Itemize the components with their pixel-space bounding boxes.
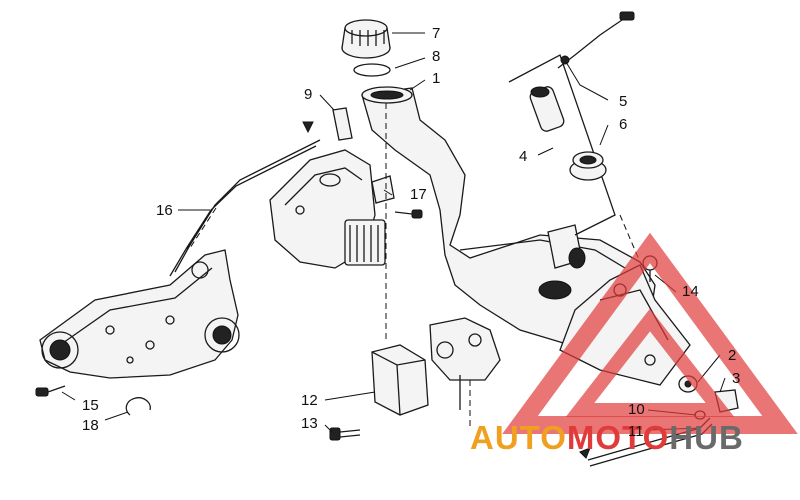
callout-7: 7 [432,25,440,42]
oil-pump [429,317,501,410]
part-9-plate [332,107,353,141]
callout-4: 4 [519,148,527,165]
callout-3: 3 [732,370,740,387]
oil-tank [361,86,656,346]
part-18-ring [125,397,151,416]
watermark-triangle-inner [565,308,735,417]
callout-2: 2 [728,347,736,364]
callout-18: 18 [82,417,99,434]
part-13-screw [329,427,361,441]
arrow-marker-hose [579,447,591,459]
callout-13: 13 [301,415,318,432]
part-12-cover [371,344,429,416]
callout-5: 5 [619,93,627,110]
callout-8: 8 [432,48,440,65]
callout-6: 6 [619,116,627,133]
part-6-grommet [569,151,607,181]
watermark-triangle-outer [502,232,798,434]
callout-11: 11 [628,423,644,440]
part-17-clip [371,175,423,219]
part-7-cap [341,19,391,59]
watermark-text-moto: MOTO [567,419,669,456]
callout-labels: 1 2 3 4 5 6 7 8 9 10 11 12 13 14 15 16 1… [82,25,740,440]
part-5-wire [557,11,635,69]
arrow-marker-top [302,121,314,134]
engine-case [39,249,240,379]
callout-12: 12 [301,392,318,409]
part-4-dipstick [508,54,616,236]
watermark: AUTOMOTOHUB [470,232,798,456]
callout-14: 14 [682,283,699,300]
callout-9: 9 [304,86,312,103]
callout-10: 10 [628,401,645,418]
part-16-hose [169,139,321,277]
part-8-gasket [353,63,391,77]
clutch-housing [269,149,386,269]
svg-text:AUTOMOTOHUB: AUTOMOTOHUB [470,419,744,456]
callout-15: 15 [82,397,99,414]
callout-17: 17 [410,186,427,203]
part-15-pin [35,385,66,397]
watermark-text-auto: AUTO [470,419,567,456]
callout-1: 1 [432,70,440,87]
watermark-text-hub: HUB [669,419,744,456]
callout-16: 16 [156,202,173,219]
